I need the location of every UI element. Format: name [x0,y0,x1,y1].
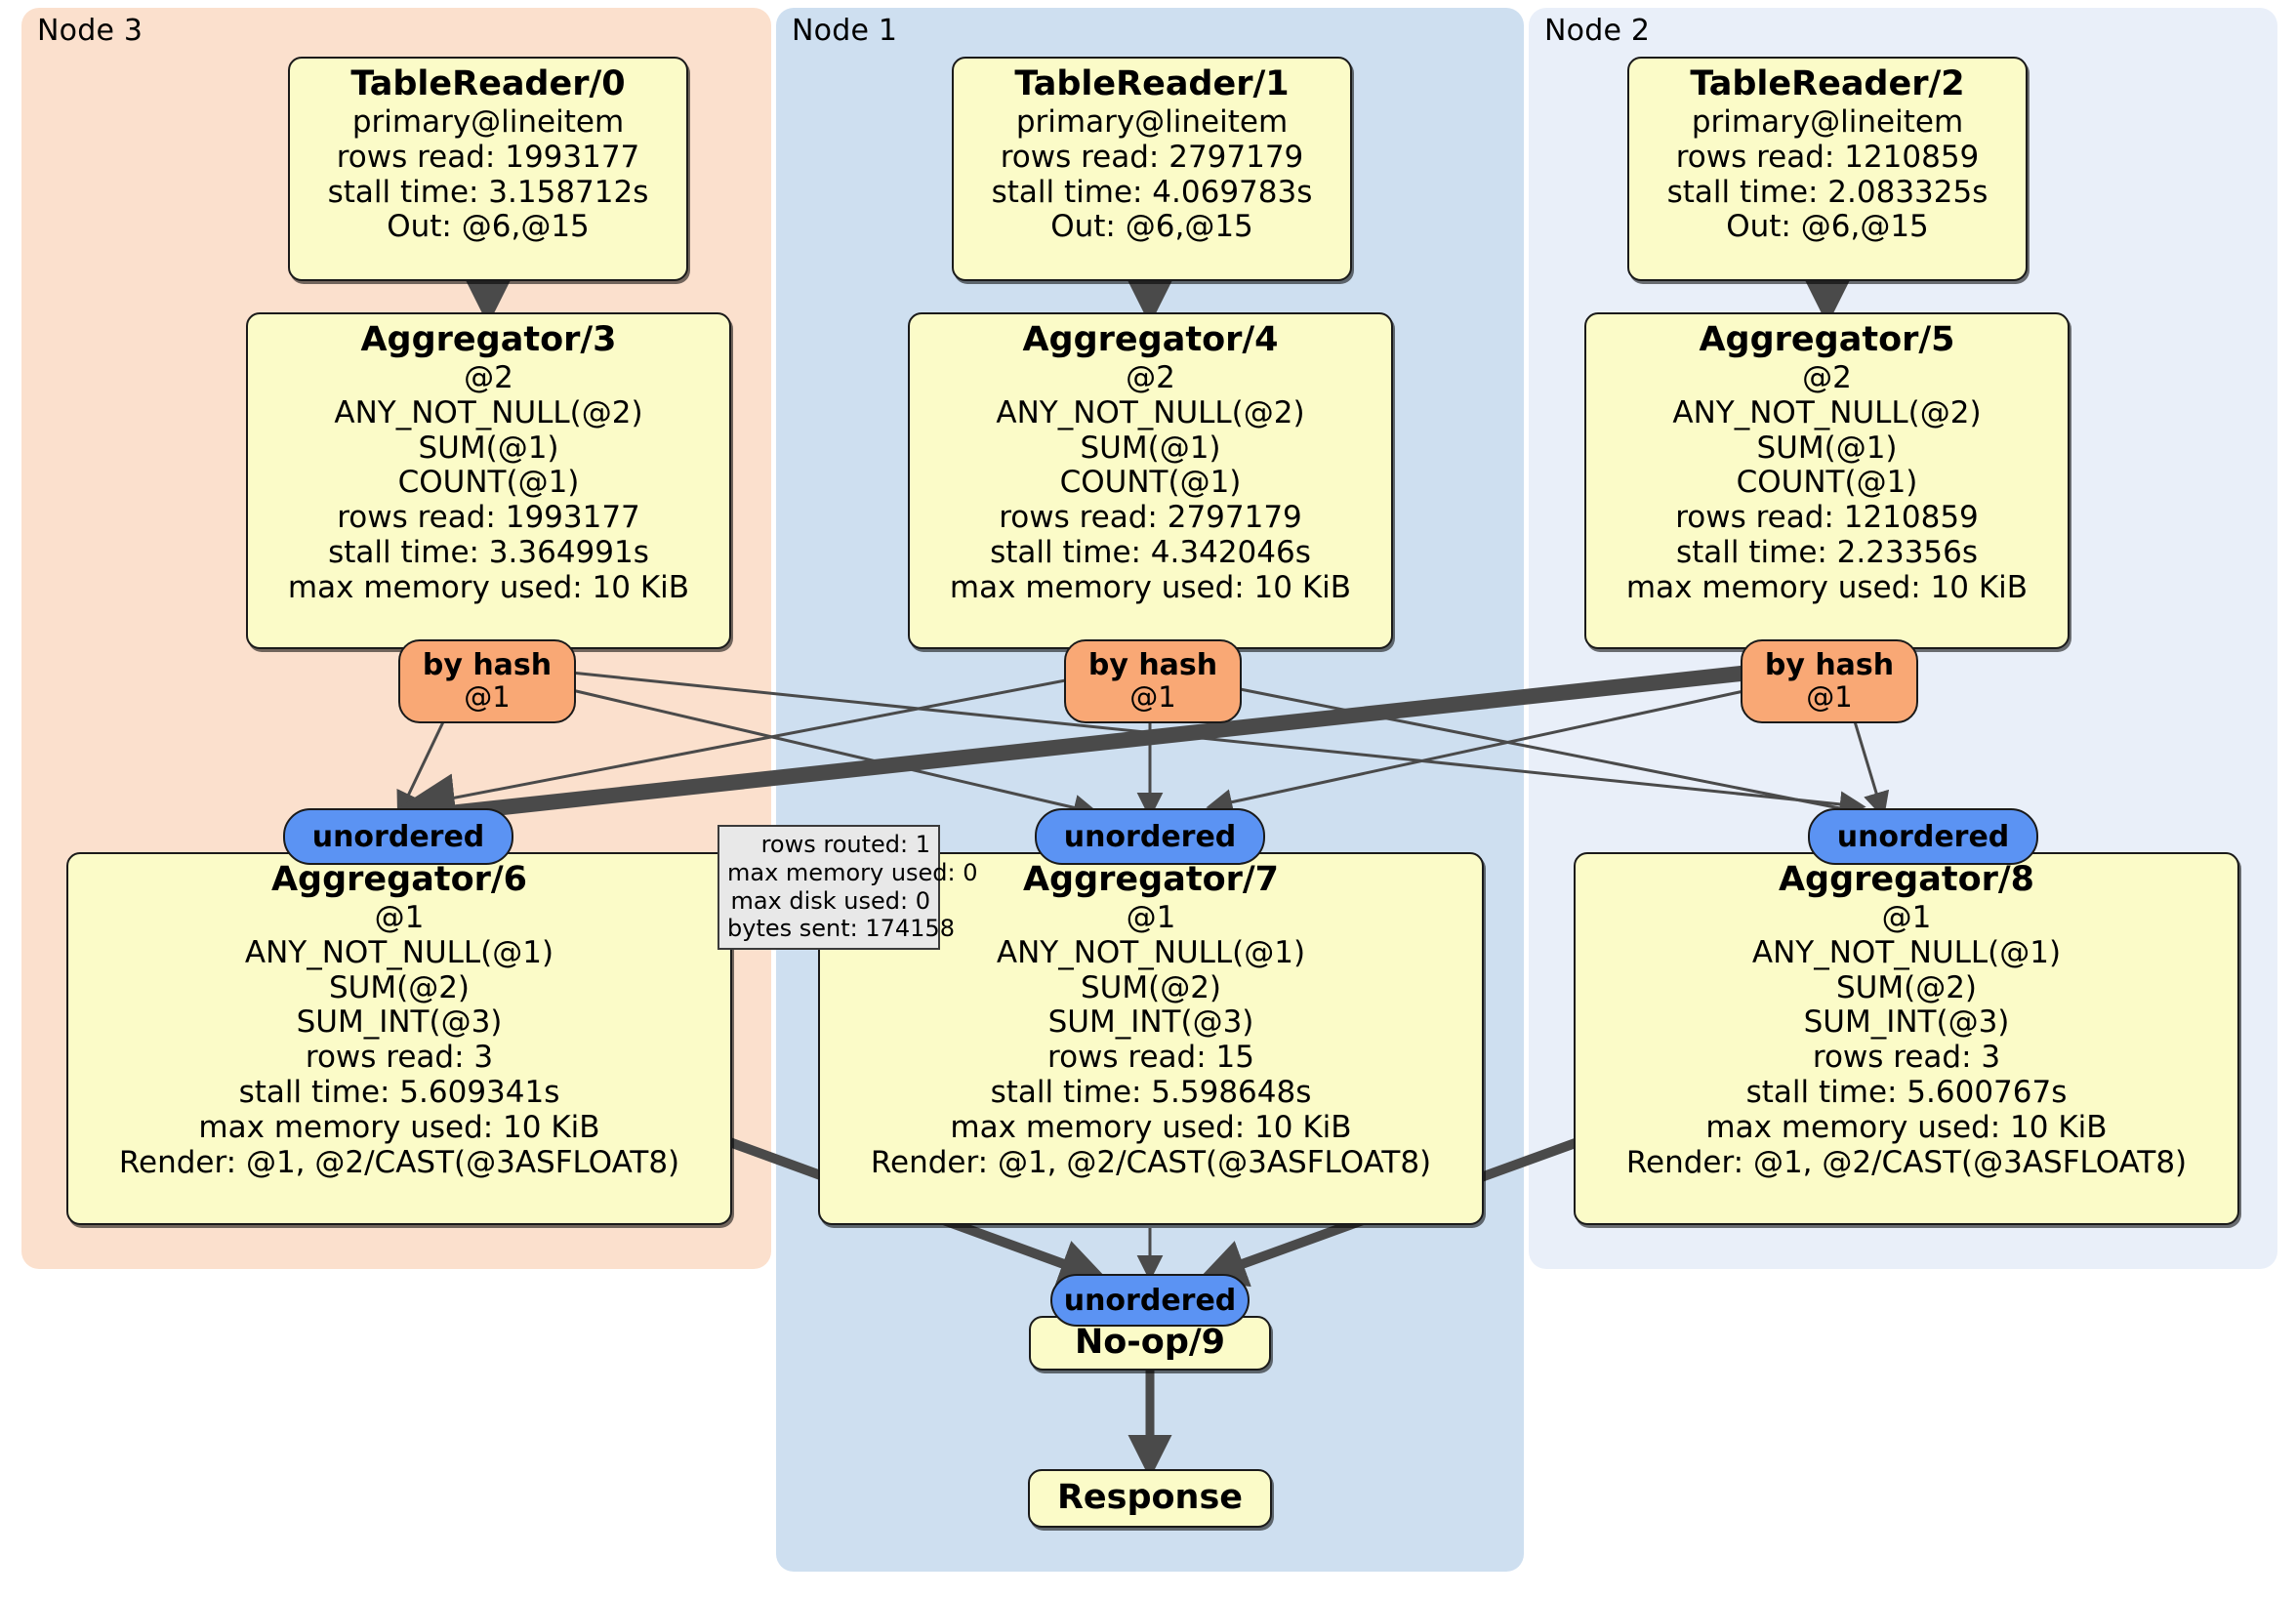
operator-line: stall time: 5.609341s [238,1075,560,1111]
operator-line: @2 [1126,359,1175,395]
router-by-hash-node-3[interactable]: by hash @1 [398,639,576,723]
operator-line: rows read: 2797179 [1000,139,1304,175]
operator-line: rows read: 15 [1047,1040,1254,1076]
operator-line: COUNT(@1) [1736,465,1918,501]
operator-line: ANY_NOT_NULL(@1) [1751,934,2062,970]
operator-tablereader-0[interactable]: TableReader/0 primary@lineitem rows read… [288,57,688,281]
operator-line: stall time: 3.158712s [327,174,649,210]
operator-line: SUM_INT(@3) [1047,1004,1254,1041]
operator-line: @2 [464,359,513,395]
operator-title: Aggregator/8 [1778,860,2035,899]
router-subtitle: @1 [1806,679,1853,714]
operator-line: SUM(@1) [1080,430,1221,466]
operator-line: ANY_NOT_NULL(@1) [244,934,554,970]
operator-line: ANY_NOT_NULL(@2) [1672,394,1982,430]
operator-title: Aggregator/5 [1699,320,1955,359]
operator-title: Aggregator/6 [270,860,528,899]
operator-line: rows read: 1993177 [337,500,640,536]
operator-line: @1 [1881,899,1932,935]
cluster-label-node-1: Node 1 [792,14,898,48]
cluster-label-node-3: Node 3 [37,14,144,48]
operator-line: stall time: 4.069783s [991,174,1313,210]
operator-title: Aggregator/7 [1022,860,1280,899]
operator-line: Out: @6,@15 [387,209,590,245]
cluster-label-node-2: Node 2 [1544,14,1651,48]
operator-line: stall time: 2.083325s [1666,174,1988,210]
operator-line: primary@lineitem [1691,103,1964,140]
operator-tablereader-1[interactable]: TableReader/1 primary@lineitem rows read… [952,57,1352,281]
router-title: by hash [422,648,553,683]
operator-line: Out: @6,@15 [1726,209,1929,245]
operator-line: Render: @1, @2/CAST(@3ASFLOAT8) [118,1145,680,1181]
operator-line: max memory used: 10 KiB [287,570,690,606]
operator-line: COUNT(@1) [397,465,580,501]
operator-line: stall time: 3.364991s [328,535,649,571]
operator-aggregator-6[interactable]: Aggregator/6 @1 ANY_NOT_NULL(@1) SUM(@2)… [66,852,732,1225]
operator-aggregator-8[interactable]: Aggregator/8 @1 ANY_NOT_NULL(@1) SUM(@2)… [1574,852,2239,1225]
operator-line: stall time: 5.600767s [1745,1075,2068,1111]
operator-aggregator-5[interactable]: Aggregator/5 @2 ANY_NOT_NULL(@2) SUM(@1)… [1584,312,2070,649]
operator-line: rows read: 1210859 [1675,500,1979,536]
operator-line: max memory used: 10 KiB [950,1110,1352,1146]
operator-aggregator-4[interactable]: Aggregator/4 @2 ANY_NOT_NULL(@2) SUM(@1)… [908,312,1393,649]
operator-line: @1 [374,899,425,935]
operator-title: No-op/9 [1074,1323,1226,1363]
router-by-hash-node-1[interactable]: by hash @1 [1064,639,1242,723]
operator-response[interactable]: Response [1028,1469,1272,1528]
router-title: by hash [1087,648,1218,683]
operator-line: ANY_NOT_NULL(@2) [334,394,643,430]
operator-line: rows read: 3 [1812,1040,2001,1076]
stats-line: max disk used: 0 [730,886,930,915]
operator-line: SUM(@1) [1756,430,1898,466]
operator-line: max memory used: 10 KiB [1625,570,2029,606]
operator-title: TableReader/1 [1014,64,1290,103]
operator-line: SUM(@2) [1080,969,1222,1005]
operator-line: ANY_NOT_NULL(@2) [996,394,1305,430]
operator-title: Response [1056,1478,1244,1518]
stream-unordered-aggregator-8[interactable]: unordered [1808,808,2038,865]
operator-line: stall time: 5.598648s [990,1075,1312,1111]
operator-line: rows read: 2797179 [999,500,1302,536]
stream-unordered-aggregator-6[interactable]: unordered [283,808,513,865]
operator-title: TableReader/0 [350,64,626,103]
operator-title: Aggregator/4 [1022,320,1279,359]
router-subtitle: @1 [1129,679,1176,714]
operator-line: max memory used: 10 KiB [949,570,1352,606]
operator-tablereader-2[interactable]: TableReader/2 primary@lineitem rows read… [1627,57,2028,281]
operator-line: rows read: 1210859 [1675,139,1980,175]
router-subtitle: @1 [464,679,511,714]
operator-line: SUM(@1) [418,430,559,466]
operator-line: COUNT(@1) [1059,465,1242,501]
operator-title: TableReader/2 [1690,64,1965,103]
operator-line: @2 [1802,359,1852,395]
operator-title: Aggregator/3 [360,320,617,359]
router-title: by hash [1764,648,1895,683]
operator-line: primary@lineitem [351,103,625,140]
stream-unordered-aggregator-7[interactable]: unordered [1035,808,1265,865]
stats-line: bytes sent: 174158 [727,915,955,943]
stats-line: max memory used: 0 [727,858,978,886]
operator-line: @1 [1126,899,1176,935]
operator-aggregator-3[interactable]: Aggregator/3 @2 ANY_NOT_NULL(@2) SUM(@1)… [246,312,731,649]
operator-line: SUM_INT(@3) [296,1004,503,1041]
operator-line: rows read: 1993177 [336,139,640,175]
operator-line: rows read: 3 [305,1040,494,1076]
stream-unordered-noop-9[interactable]: unordered [1050,1274,1250,1327]
operator-line: stall time: 4.342046s [990,535,1311,571]
operator-line: SUM(@2) [328,969,471,1005]
operator-line: max memory used: 10 KiB [198,1110,600,1146]
operator-line: stall time: 2.23356s [1675,535,1979,571]
stats-tooltip-rows-routed: rows routed: 1 max memory used: 0 max di… [718,825,978,951]
operator-line: SUM(@2) [1835,969,1978,1005]
operator-line: Render: @1, @2/CAST(@3ASFLOAT8) [870,1145,1432,1181]
operator-line: primary@lineitem [1015,103,1289,140]
operator-line: SUM_INT(@3) [1803,1004,2010,1041]
operator-line: ANY_NOT_NULL(@1) [996,934,1306,970]
operator-line: max memory used: 10 KiB [1705,1110,2108,1146]
router-by-hash-node-2[interactable]: by hash @1 [1741,639,1918,723]
operator-line: Render: @1, @2/CAST(@3ASFLOAT8) [1625,1145,2188,1181]
stats-line: rows routed: 1 [760,831,930,858]
operator-line: Out: @6,@15 [1050,209,1253,245]
